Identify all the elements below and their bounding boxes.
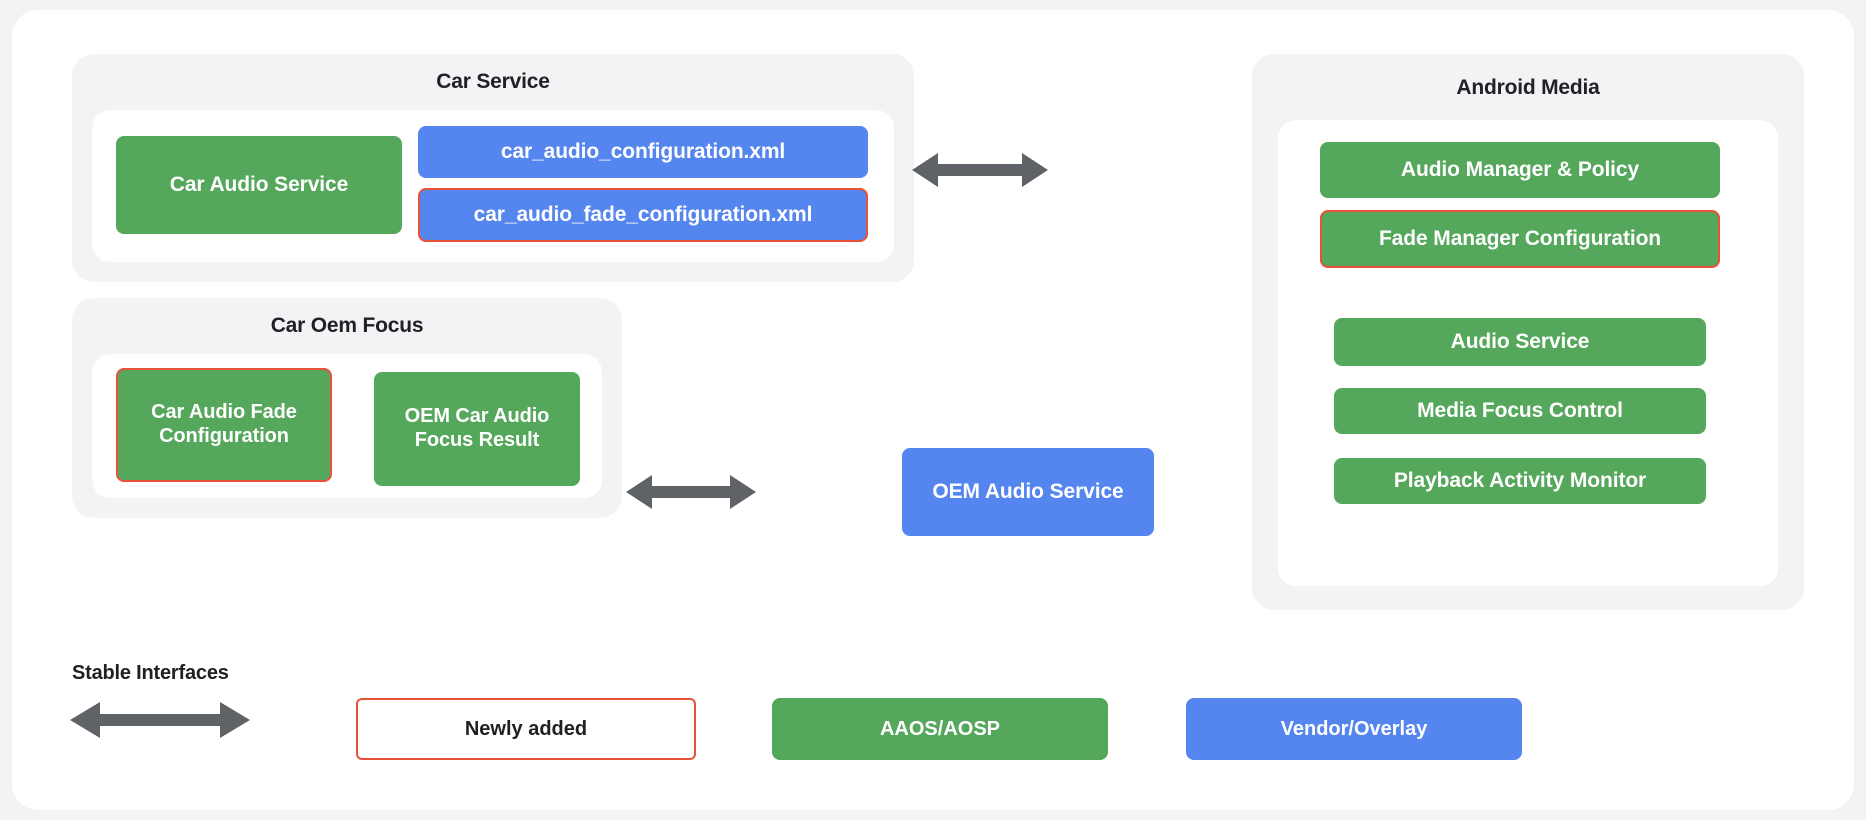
legend-stable-interfaces-label: Stable Interfaces	[72, 662, 229, 684]
legend-aaos-aosp[interactable]: AAOS/AOSP	[772, 698, 1108, 760]
group-android-media: Android Media Audio Manager & Policy Fad…	[1252, 54, 1804, 610]
node-audio-manager-and-policy[interactable]: Audio Manager & Policy	[1320, 142, 1720, 198]
group-car-oem-focus-body: Car Audio Fade Configuration OEM Car Aud…	[92, 354, 602, 498]
legend-newly-added[interactable]: Newly added	[356, 698, 696, 760]
double-arrow-icon-car-service-android-media	[912, 153, 1048, 187]
diagram-card: Car Service Car Audio Service car_audio_…	[12, 10, 1854, 810]
group-car-oem-focus: Car Oem Focus Car Audio Fade Configurati…	[72, 298, 622, 518]
node-fade-manager-configuration[interactable]: Fade Manager Configuration	[1320, 210, 1720, 268]
group-title-car-service: Car Service	[436, 70, 550, 93]
double-arrow-icon-legend	[70, 702, 250, 738]
node-car-audio-service[interactable]: Car Audio Service	[116, 136, 402, 234]
node-car-audio-fade-configuration[interactable]: Car Audio Fade Configuration	[116, 368, 332, 482]
node-oem-car-audio-focus-result[interactable]: OEM Car Audio Focus Result	[374, 372, 580, 486]
node-audio-service[interactable]: Audio Service	[1334, 318, 1706, 366]
node-oem-audio-service[interactable]: OEM Audio Service	[902, 448, 1154, 536]
double-arrow-icon-oem-focus-oem-audio-service	[626, 475, 756, 509]
group-title-car-oem-focus: Car Oem Focus	[270, 314, 424, 337]
node-playback-activity-monitor[interactable]: Playback Activity Monitor	[1334, 458, 1706, 504]
group-car-service-body: Car Audio Service car_audio_configuratio…	[92, 110, 894, 262]
group-car-service: Car Service Car Audio Service car_audio_…	[72, 54, 914, 282]
node-car-audio-configuration-xml[interactable]: car_audio_configuration.xml	[418, 126, 868, 178]
legend-vendor-overlay[interactable]: Vendor/Overlay	[1186, 698, 1522, 760]
group-android-media-body: Audio Manager & Policy Fade Manager Conf…	[1278, 120, 1778, 586]
node-car-audio-fade-configuration-xml[interactable]: car_audio_fade_configuration.xml	[418, 188, 868, 242]
node-media-focus-control[interactable]: Media Focus Control	[1334, 388, 1706, 434]
group-title-android-media: Android Media	[1456, 76, 1600, 99]
